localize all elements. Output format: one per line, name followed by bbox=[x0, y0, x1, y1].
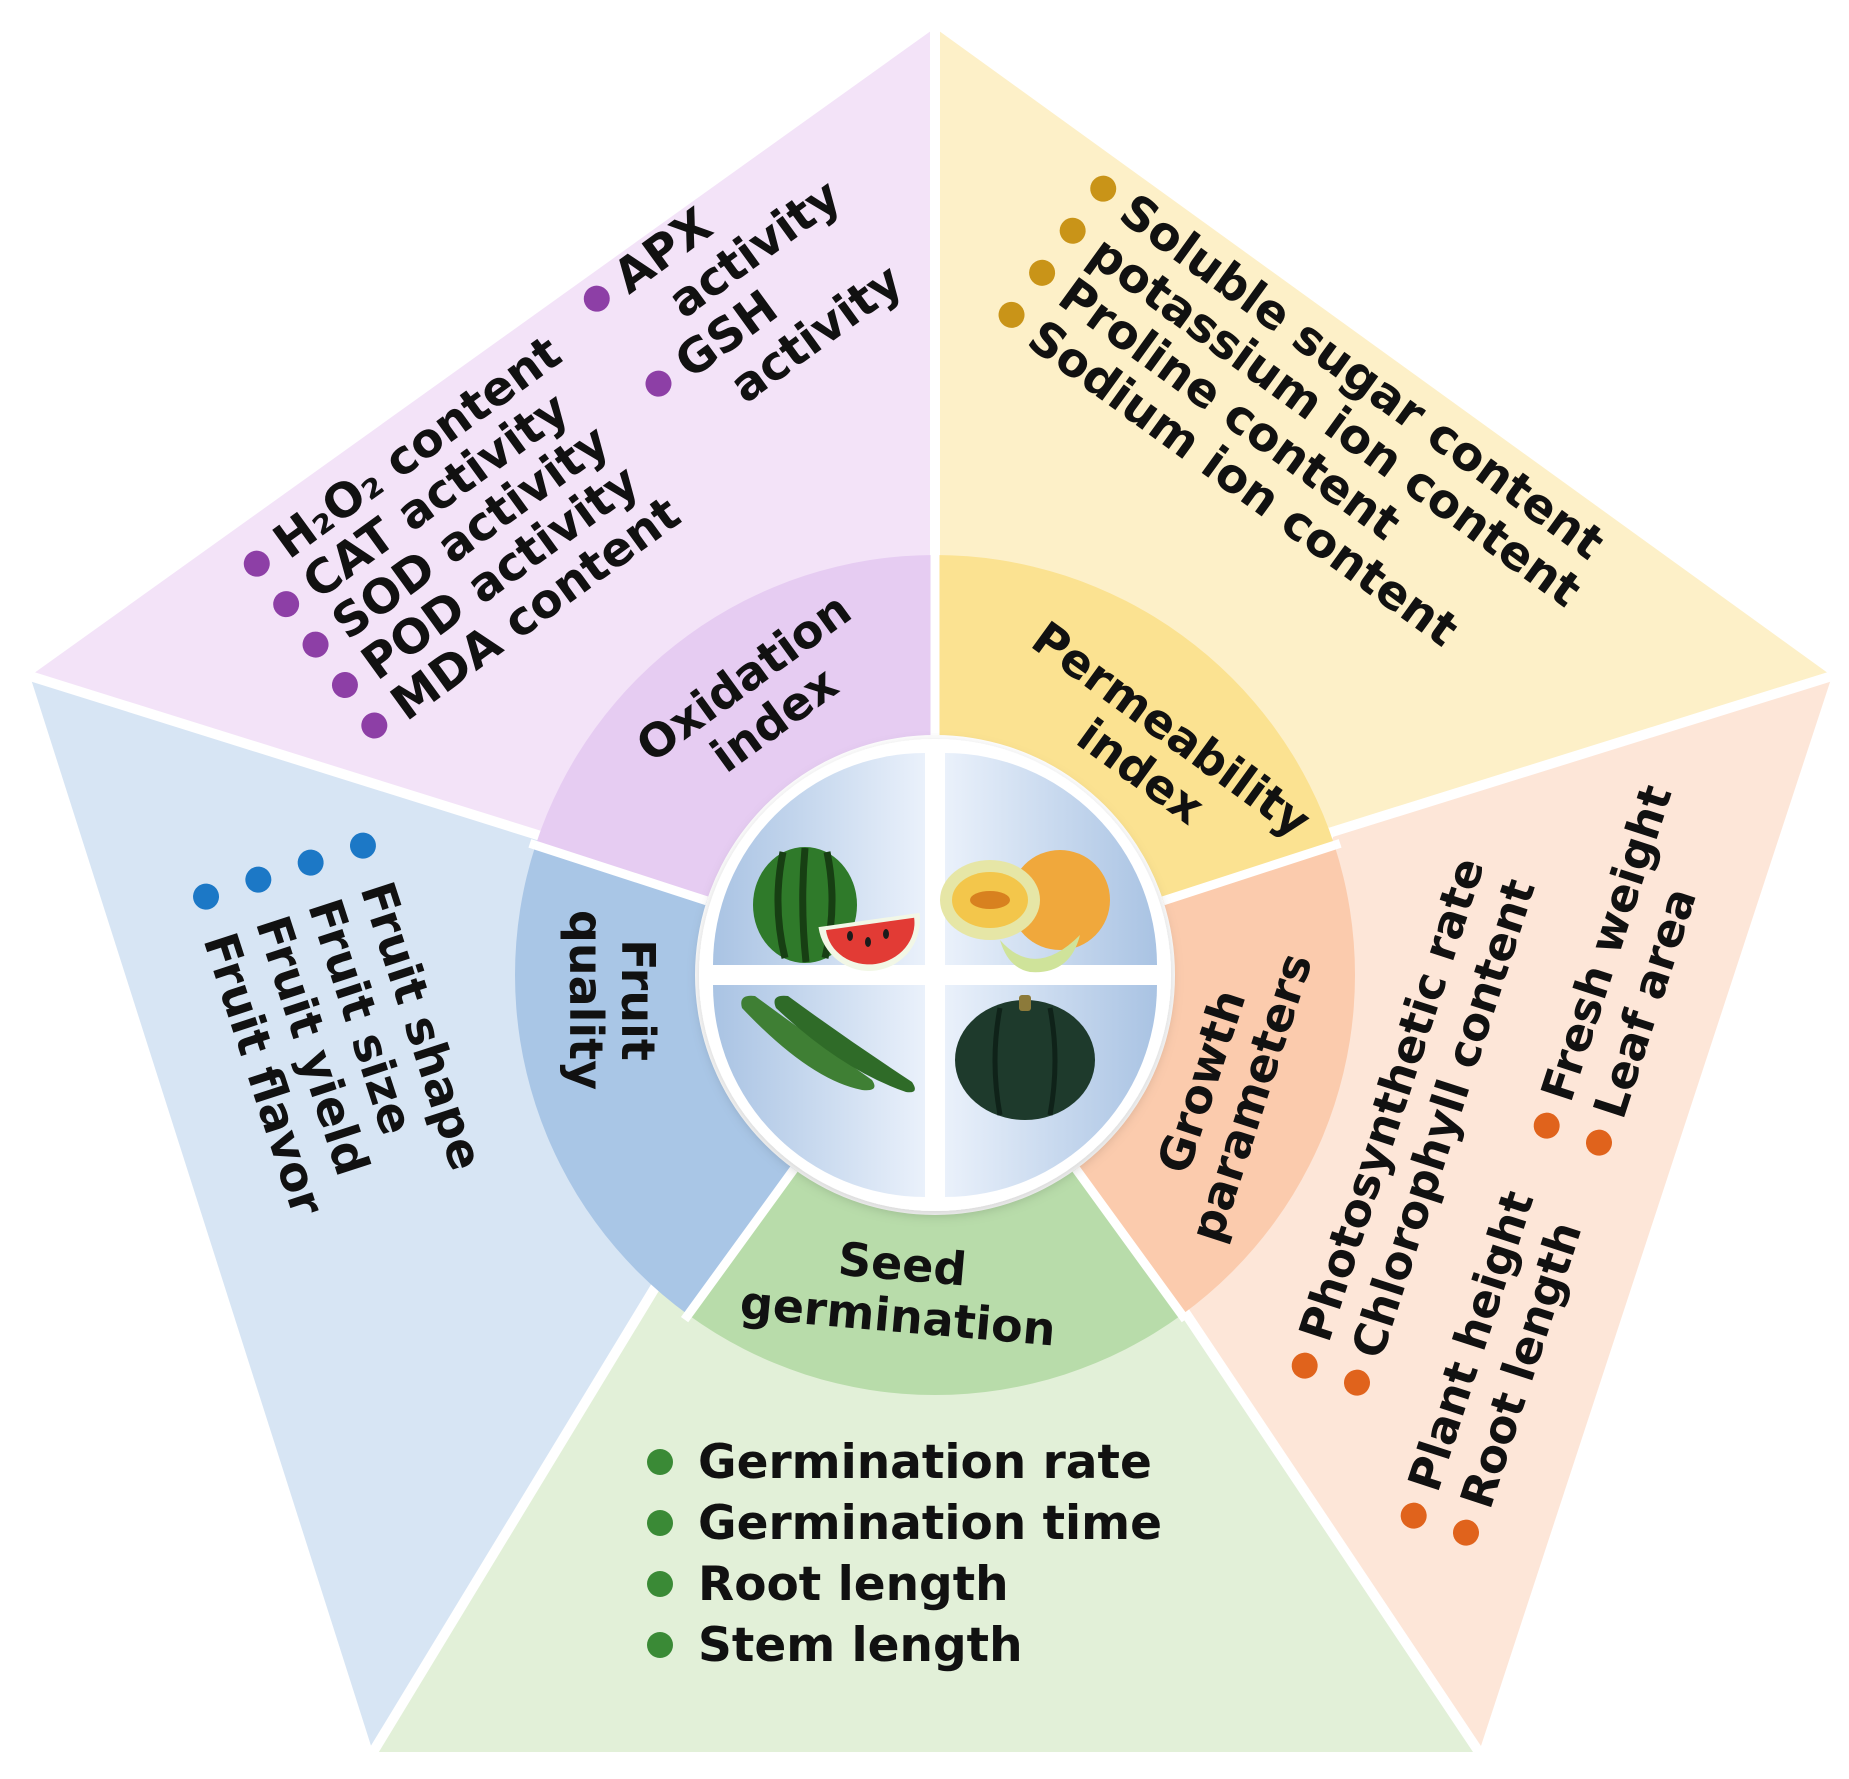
fruit-title-line2: quality bbox=[559, 910, 613, 1090]
item-stem-length: Stem length bbox=[698, 1618, 1023, 1673]
item-germination-time: Germination time bbox=[698, 1496, 1162, 1551]
bullet-dot bbox=[297, 849, 324, 876]
seed-ring-segment bbox=[688, 1169, 1182, 1396]
fruit-outer-sector bbox=[30, 676, 662, 1752]
bullet-dot bbox=[1452, 1519, 1479, 1546]
pumpkin-icon bbox=[955, 995, 1095, 1120]
melon-icon bbox=[940, 850, 1110, 973]
bullet-dot bbox=[273, 591, 300, 618]
seed-title-line1: Seed bbox=[836, 1232, 969, 1297]
list-item: Root length bbox=[647, 1557, 1009, 1612]
bullet-dot bbox=[1343, 1369, 1370, 1396]
bullet-dot bbox=[331, 672, 358, 699]
item-root-length-seed: Root length bbox=[698, 1557, 1009, 1612]
watermelon-icon bbox=[753, 847, 920, 971]
bullet-dot bbox=[645, 370, 672, 397]
seed-items: Germination rate Germination time Root l… bbox=[647, 1435, 1162, 1673]
bullet-dot bbox=[193, 883, 220, 910]
ring-dividers bbox=[528, 549, 1342, 1323]
fruit-ring-segment bbox=[515, 845, 794, 1315]
list-item: Stem length bbox=[647, 1618, 1023, 1673]
bullet-dot bbox=[1533, 1112, 1560, 1139]
item-germination-rate: Germination rate bbox=[698, 1435, 1152, 1490]
growth-ring-segment bbox=[1076, 845, 1356, 1315]
ring-divider bbox=[1161, 839, 1342, 906]
list-item: Germination time bbox=[647, 1496, 1162, 1551]
bullet-dot bbox=[361, 712, 388, 739]
fruit-title-line1: Fruit bbox=[611, 939, 665, 1061]
bullet-dot bbox=[1090, 175, 1117, 202]
center-circle bbox=[699, 739, 1171, 1211]
bullet-dot bbox=[647, 1632, 673, 1658]
bullet-dot bbox=[647, 1571, 673, 1597]
ring-divider bbox=[1072, 1166, 1190, 1323]
bullet-dot bbox=[647, 1449, 673, 1475]
ring-divider bbox=[528, 839, 709, 906]
bullet-dot bbox=[1585, 1129, 1612, 1156]
bullet-dot bbox=[1029, 259, 1056, 286]
bullet-dot bbox=[243, 550, 270, 577]
bullet-dot bbox=[998, 301, 1025, 328]
ring-divider bbox=[680, 1166, 798, 1323]
oxidation-ring-segment bbox=[535, 555, 935, 901]
fruit-title: Fruit quality bbox=[559, 910, 665, 1090]
bullet-dot bbox=[349, 832, 376, 859]
bullet-dot bbox=[1400, 1502, 1427, 1529]
bullet-dot bbox=[1291, 1352, 1318, 1379]
cucumber-icon bbox=[741, 995, 915, 1093]
bullet-dot bbox=[583, 285, 610, 312]
permeability-ring-segment bbox=[935, 555, 1335, 901]
bullet-dot bbox=[1059, 217, 1086, 244]
bullet-dot bbox=[245, 866, 272, 893]
list-item: Germination rate bbox=[647, 1435, 1152, 1490]
seed-outer-sector bbox=[373, 1278, 1479, 1752]
bullet-dot bbox=[302, 631, 329, 658]
bullet-dot bbox=[647, 1510, 673, 1536]
